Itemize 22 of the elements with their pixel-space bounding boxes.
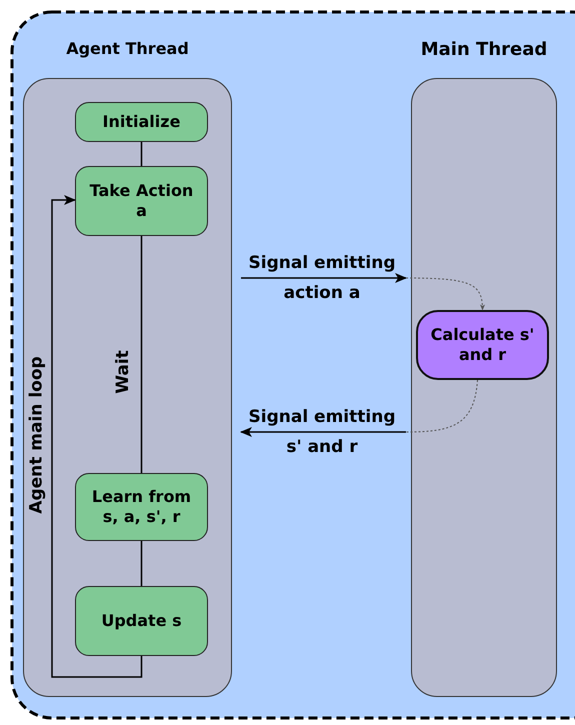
process-box	[75, 102, 208, 142]
process-box	[75, 473, 208, 541]
edge-label: Signal emitting action a	[248, 252, 396, 305]
connector	[140, 142, 142, 166]
lane-heading: Agent Thread	[65, 39, 190, 58]
process-label: Learn from s, a, s', r	[90, 487, 192, 527]
dotted-connector	[406, 278, 485, 310]
process-box	[75, 166, 208, 236]
process-box	[75, 586, 208, 656]
process-label: Initialize	[102, 112, 180, 132]
process-label: Take Action a	[88, 181, 194, 221]
lane-heading: Main Thread	[420, 39, 548, 60]
edge-label: Signal emitting s' and r	[248, 406, 396, 459]
connector	[140, 236, 142, 473]
connector	[240, 427, 406, 437]
connector	[51, 195, 142, 678]
process-label: Update s	[101, 611, 182, 631]
process-label: Calculate s' and r	[430, 325, 535, 365]
connector	[140, 541, 142, 586]
dotted-connector	[406, 380, 478, 432]
connector	[241, 273, 407, 283]
process-box	[416, 310, 549, 380]
